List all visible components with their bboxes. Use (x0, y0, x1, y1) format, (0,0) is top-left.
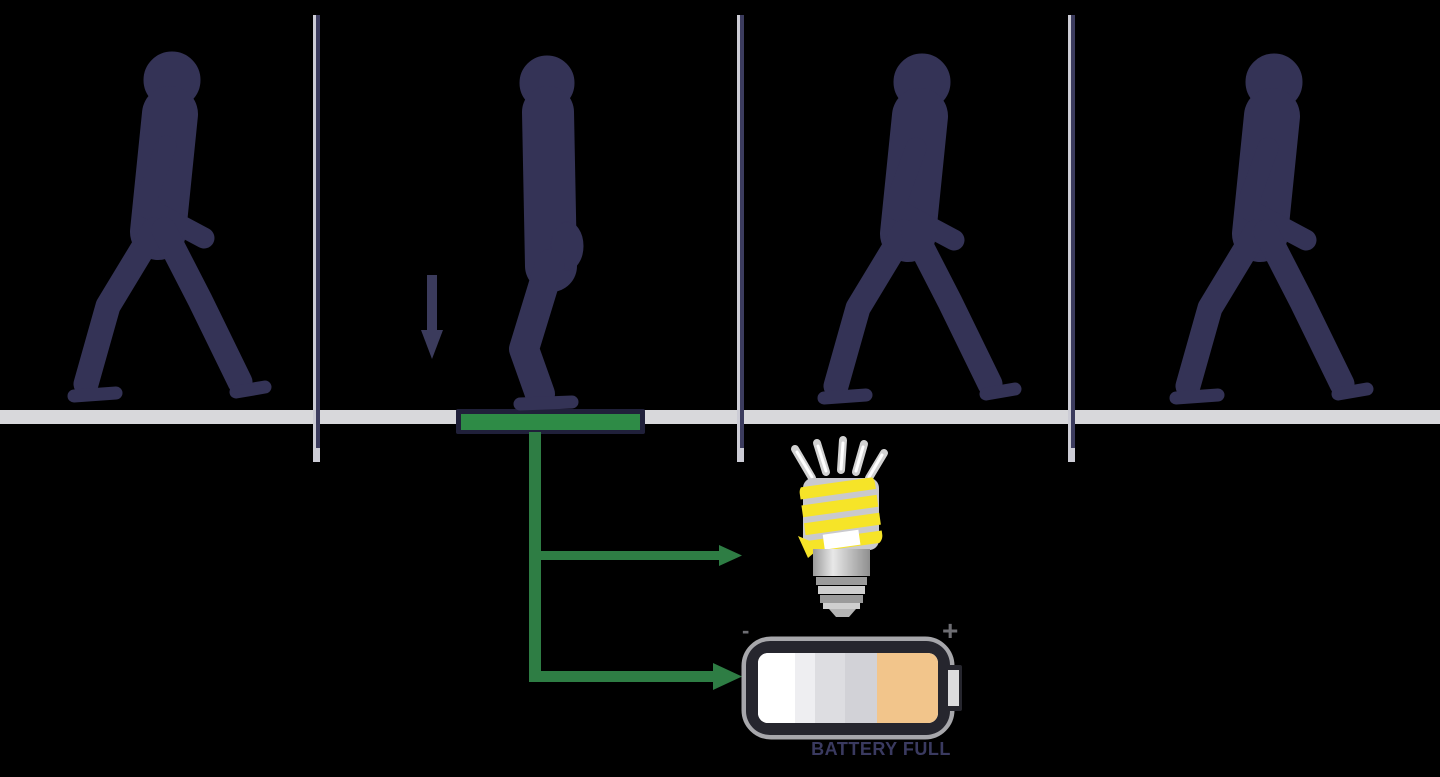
energy-circuit-lines (529, 432, 742, 690)
battery-plus-sign: + (942, 615, 958, 646)
pressure-arrow-icon (421, 275, 443, 359)
bulb-coil (798, 475, 884, 558)
walking-person-icon-1 (74, 52, 265, 396)
cfl-bulb-icon (791, 436, 888, 617)
battery-minus-sign: - (742, 618, 749, 643)
battery-status-label: BATTERY FULL (811, 739, 951, 759)
battery-charge-orange (877, 653, 938, 723)
walking-person-icon-2 (824, 54, 1015, 398)
stepping-person-icon (520, 56, 583, 404)
walking-person-icon-3 (1176, 54, 1367, 398)
panel-divider-1 (313, 15, 320, 462)
bulb-screw-base (813, 549, 870, 617)
battery-icon: - + BATTERY FULL (741, 615, 962, 759)
panel-divider-2 (737, 15, 744, 462)
panel-divider-3 (1068, 15, 1075, 462)
light-rays-icon (791, 436, 888, 482)
arrow-to-bulb-icon (719, 545, 742, 566)
battery-charge-segments (758, 653, 938, 723)
energy-floor-tile (456, 409, 645, 434)
arrow-to-battery-icon (713, 663, 742, 690)
ground-line (0, 410, 1440, 424)
